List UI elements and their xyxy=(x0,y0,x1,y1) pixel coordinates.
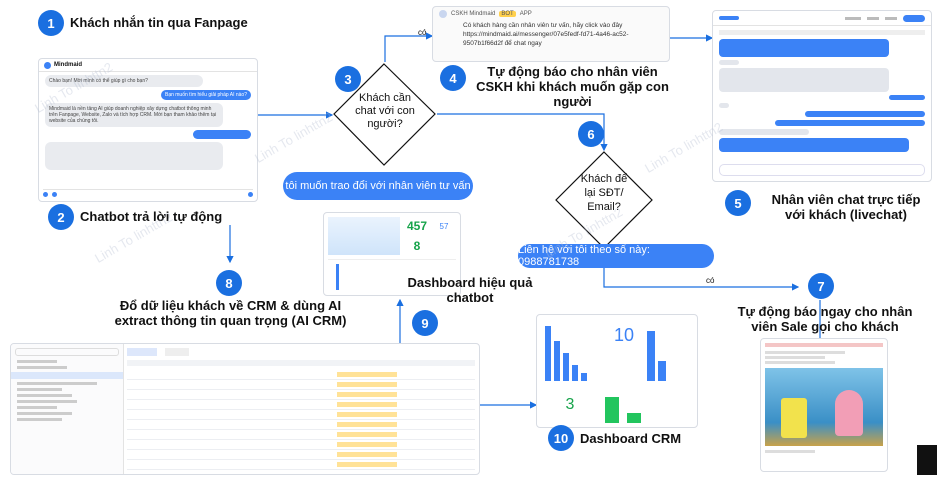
email-subject xyxy=(765,343,883,347)
step-7-badge: 7 xyxy=(808,273,834,299)
email-screenshot xyxy=(760,338,888,472)
chat-message xyxy=(719,60,739,65)
livechat-input[interactable] xyxy=(719,164,925,176)
step-8-label: Đổ dữ liệu khách về CRM & dùng AI extrac… xyxy=(114,298,347,328)
chat-message xyxy=(719,103,729,108)
chat-message: Chào bạn! Mời mình có thể giúp gì cho bạ… xyxy=(45,75,203,87)
step-7-label: Tự động báo ngay cho nhân viên Sale gọi … xyxy=(737,304,913,334)
bot-tag: BOT xyxy=(499,11,516,17)
chat-message xyxy=(719,68,889,92)
edge-yes-label-2: có xyxy=(706,276,715,285)
sidebar-item[interactable] xyxy=(17,366,67,369)
sidebar-item[interactable] xyxy=(17,400,77,403)
dash-metric-1: 457 xyxy=(406,219,428,233)
notification-text[interactable]: Có khách hàng cần nhân viên tư vấn, hãy … xyxy=(463,22,629,47)
chat-message xyxy=(719,129,809,135)
sidebar-item[interactable] xyxy=(17,388,62,391)
crm-bar-chart-2 xyxy=(647,319,693,381)
crm-dashboard-screenshot: 10 3 xyxy=(536,314,698,428)
crm-search-input[interactable] xyxy=(15,348,119,356)
status-column xyxy=(337,370,397,470)
step-9-badge: 9 xyxy=(412,310,438,336)
chat-message xyxy=(775,120,925,126)
chat-message: Bạn muốn tìm hiểu giải pháp AI nào? xyxy=(160,90,251,100)
chat-message: Mindmaid là nền tảng AI giúp doanh nghiệ… xyxy=(45,103,223,127)
email-image xyxy=(765,368,883,446)
notification-screenshot: CSKH Mindmaid BOT APP Có khách hàng cần … xyxy=(432,6,670,62)
tab-add-view[interactable] xyxy=(165,348,189,356)
app-tag: APP xyxy=(519,11,532,17)
step-10-label: Dashboard CRM xyxy=(580,431,682,446)
customer-contact-pill: Liên hệ với tôi theo số này: 0988781738 xyxy=(518,244,714,268)
crm-screenshot xyxy=(10,343,480,475)
attach-icon xyxy=(52,191,57,197)
crm-toolbar xyxy=(127,360,475,366)
sidebar-item[interactable] xyxy=(17,394,72,397)
step-9-label: Dashboard hiệu quả chatbot xyxy=(407,275,533,305)
sidebar-item[interactable] xyxy=(17,382,97,385)
crm-tabs xyxy=(127,348,475,356)
step-5-badge: 5 xyxy=(725,190,751,216)
step-3-badge: 3 xyxy=(335,66,361,92)
crm-metric-2: 3 xyxy=(565,396,575,413)
chatbot-screenshot: Mindmaid Chào bạn! Mời mình có thể giúp … xyxy=(38,58,258,202)
step-3-label: Khách cần chat với con người? xyxy=(355,92,415,130)
bot-avatar-icon xyxy=(439,10,447,18)
dash-chart xyxy=(328,259,456,292)
star-character xyxy=(835,390,863,436)
chatbot-dashboard-screenshot: 457 57 8 xyxy=(323,212,461,296)
chat-message xyxy=(805,111,925,117)
sidebar-item[interactable] xyxy=(17,360,57,363)
step-2-badge: 2 xyxy=(48,204,74,230)
chatbot-title: Mindmaid xyxy=(54,62,82,68)
notification-sender: CSKH Mindmaid xyxy=(451,11,496,17)
sidebar-item[interactable] xyxy=(17,406,57,409)
dash-metric-3: 8 xyxy=(413,239,421,253)
chat-message xyxy=(719,39,889,57)
edge-yes-label-1: có xyxy=(418,28,427,37)
chat-message xyxy=(889,95,925,100)
chat-input-bar[interactable] xyxy=(43,189,253,198)
dash-metric-2: 57 xyxy=(439,221,449,231)
decision-3-diamond xyxy=(333,63,436,166)
step-10-badge: 10 xyxy=(548,425,574,451)
step-6-label: Khách để lại SĐT/ Email? xyxy=(580,173,628,213)
side-panel xyxy=(917,445,937,475)
chat-message xyxy=(45,142,223,170)
chat-message xyxy=(193,130,251,139)
sidebar-item-active[interactable] xyxy=(11,372,123,379)
step-6-badge: 6 xyxy=(578,121,604,147)
messenger-icon xyxy=(44,61,51,69)
crm-metric-1: 10 xyxy=(613,324,635,345)
edge-3-6 xyxy=(437,113,608,152)
crm-sidebar xyxy=(11,344,124,474)
step-5-label: Nhân viên chat trực tiếp với khách (live… xyxy=(771,192,921,222)
tab-crm-ai[interactable] xyxy=(127,348,157,356)
edge-3-4 xyxy=(384,32,434,62)
livechat-topbar xyxy=(713,11,931,26)
chatbot-header: Mindmaid xyxy=(39,59,257,72)
word-cloud xyxy=(328,217,400,255)
user-avatar[interactable] xyxy=(903,14,925,22)
crm-table xyxy=(127,370,475,470)
sidebar-item[interactable] xyxy=(17,418,62,421)
sidebar-item[interactable] xyxy=(17,412,72,415)
livechat-toolbar xyxy=(719,30,925,35)
step-4-badge: 4 xyxy=(440,65,466,91)
crm-bar-chart xyxy=(541,319,599,381)
step-2-label: Chatbot trả lời tự động xyxy=(80,209,223,224)
like-icon xyxy=(248,191,253,197)
step-1-label: Khách nhắn tin qua Fanpage xyxy=(70,15,248,30)
step-1-badge: 1 xyxy=(38,10,64,36)
emoji-icon xyxy=(43,191,48,197)
crm-bar-chart-3 xyxy=(605,387,693,423)
livechat-screenshot xyxy=(712,10,932,182)
sponge-character xyxy=(781,398,807,438)
chat-message xyxy=(719,138,909,152)
mindmaid-logo-icon xyxy=(719,16,739,20)
customer-message-pill: tôi muốn trao đổi với nhân viên tư vấn xyxy=(283,172,473,200)
step-8-badge: 8 xyxy=(216,270,242,296)
step-4-label: Tự động báo cho nhân viên CSKH khi khách… xyxy=(476,64,669,109)
notification-header: CSKH Mindmaid BOT APP xyxy=(433,7,669,21)
